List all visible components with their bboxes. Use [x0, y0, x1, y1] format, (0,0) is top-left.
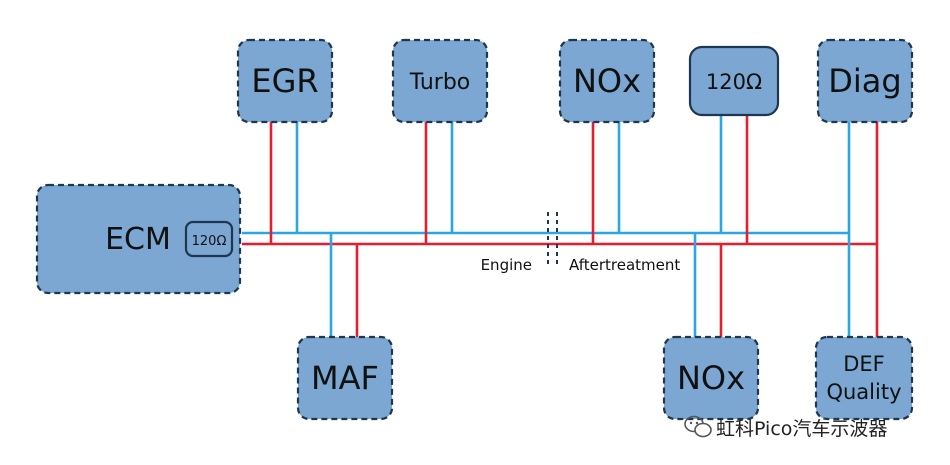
aftertreatment-segment-label: Aftertreatment	[569, 256, 680, 274]
nox-bottom-node: NOx	[662, 335, 760, 421]
wechat-icon	[684, 415, 712, 438]
watermark-text: 虹科Pico汽车示波器	[716, 418, 887, 440]
segment-split-marker	[547, 212, 558, 268]
ecm-terminator-label: 120Ω	[192, 234, 227, 249]
ecm-label: ECM	[105, 222, 171, 257]
def-label-line2: Quality	[826, 380, 901, 404]
bus-wires	[242, 231, 877, 246]
node-stubs	[269, 115, 879, 337]
def-label-line1: DEF	[843, 352, 885, 376]
egr-label: EGR	[251, 62, 318, 100]
maf-node: MAF	[296, 335, 394, 421]
maf-label: MAF	[311, 359, 379, 397]
nox-top-label: NOx	[573, 62, 641, 100]
diag-label: Diag	[828, 62, 901, 100]
def-quality-node: DEF Quality	[814, 335, 914, 421]
nox-top-node: NOx	[558, 38, 656, 124]
terminator-top-label: 120Ω	[706, 70, 762, 94]
nox-bottom-label: NOx	[677, 359, 745, 397]
engine-segment-label: Engine	[481, 256, 532, 274]
egr-node: EGR	[236, 38, 334, 124]
turbo-label: Turbo	[409, 70, 471, 95]
watermark: 虹科Pico汽车示波器	[684, 415, 887, 440]
diag-node: Diag	[816, 38, 914, 124]
turbo-node: Turbo	[391, 38, 489, 124]
terminator-top-node: 120Ω	[688, 45, 780, 117]
ecm-node: ECM 120Ω	[35, 183, 242, 295]
